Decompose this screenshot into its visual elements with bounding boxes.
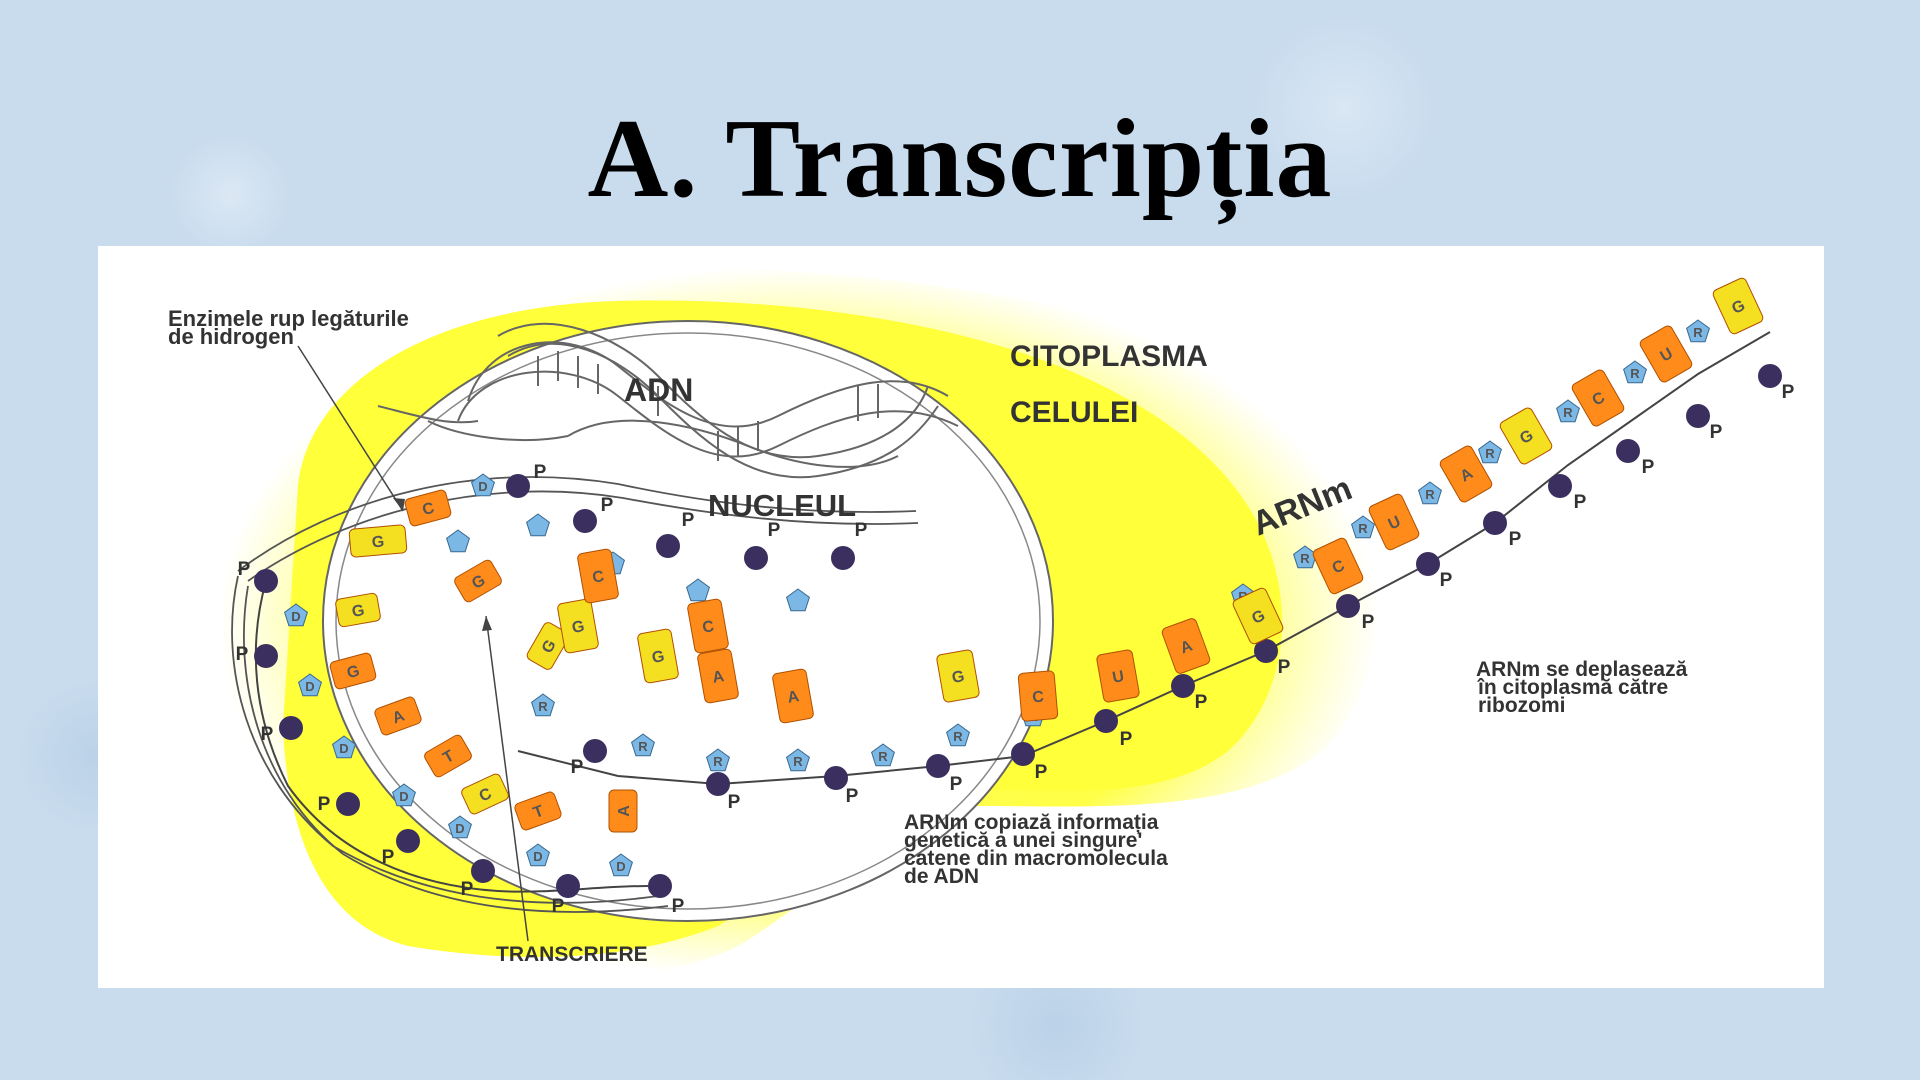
nucleotide-base: C [1018, 671, 1058, 722]
phosphate-label: P [1642, 457, 1655, 478]
phosphate-circle [1336, 594, 1360, 618]
phosphate-circle [1011, 742, 1035, 766]
phosphate-circle [1616, 439, 1640, 463]
nucleotide-base: A [609, 790, 637, 832]
phosphate-circle [573, 509, 597, 533]
celulei-label: CELULEI [1010, 396, 1138, 429]
transcription-diagram: Enzimele rup legăturile de hidrogen ADN … [98, 246, 1824, 988]
phosphate-circle [656, 534, 680, 558]
sugar-label: R [1485, 446, 1495, 461]
sugar-label: R [538, 699, 548, 714]
phosphate-label: P [682, 510, 695, 531]
copy-label-line4: de ADN [904, 865, 979, 888]
sugar-label: D [478, 479, 487, 494]
phosphate-circle [336, 792, 360, 816]
phosphate-label: P [768, 520, 781, 541]
phosphate-circle [1416, 552, 1440, 576]
phosphate-circle [1094, 709, 1118, 733]
adn-label: ADN [624, 372, 693, 408]
phosphate-circle [831, 546, 855, 570]
phosphate-label: P [238, 559, 251, 580]
phosphate-label: P [1195, 692, 1208, 713]
nucleotide-base: G [349, 525, 407, 558]
phosphate-circle [824, 766, 848, 790]
phosphate-label: P [534, 462, 547, 483]
slide-title: A. Transcripția [0, 95, 1920, 224]
phosphate-label: P [571, 757, 584, 778]
phosphate-label: P [728, 792, 741, 813]
nucleotide-base: G [936, 649, 980, 703]
phosphate-circle [648, 874, 672, 898]
phosphate-circle [1483, 511, 1507, 535]
sugar-label: D [291, 609, 300, 624]
phosphate-label: P [601, 495, 614, 516]
sugar-label: R [713, 754, 723, 769]
svg-text:G: G [371, 533, 385, 551]
phosphate-circle [254, 644, 278, 668]
sugar-label: R [1563, 405, 1573, 420]
phosphate-circle [279, 716, 303, 740]
nucleotide-base: U [1096, 649, 1140, 703]
phosphate-label: P [1362, 612, 1375, 633]
move-label-line3: ribozomi [1478, 694, 1566, 717]
phosphate-label: P [855, 520, 868, 541]
sugar-label: D [399, 789, 408, 804]
nucleotide-base: U [1368, 493, 1421, 552]
phosphate-circle [583, 739, 607, 763]
nucleotide-base: G [1498, 406, 1553, 466]
sugar-label: R [953, 729, 963, 744]
phosphate-label: P [318, 794, 331, 815]
sugar-label: R [1358, 521, 1368, 536]
phosphate-circle [396, 829, 420, 853]
enzymes-label-line2: de hidrogen [168, 324, 294, 349]
svg-text:A: A [616, 805, 633, 817]
sugar-label: R [1693, 325, 1703, 340]
phosphate-circle [1171, 674, 1195, 698]
sugar-label: D [533, 849, 542, 864]
phosphate-label: P [1035, 762, 1048, 783]
phosphate-label: P [672, 896, 685, 917]
phosphate-circle [744, 546, 768, 570]
phosphate-circle [1686, 404, 1710, 428]
phosphate-label: P [846, 786, 859, 807]
phosphate-circle [926, 754, 950, 778]
sugar-label: D [616, 859, 625, 874]
citoplasma-label: CITOPLASMA [1010, 340, 1208, 373]
phosphate-circle [1758, 364, 1782, 388]
phosphate-circle [471, 859, 495, 883]
sugar-label: R [1630, 366, 1640, 381]
phosphate-circle [1548, 474, 1572, 498]
phosphate-label: P [1710, 422, 1723, 443]
sugar-label: R [1425, 487, 1435, 502]
phosphate-label: P [236, 644, 249, 665]
phosphate-label: P [1782, 382, 1795, 403]
nucleotide-base: U [1638, 324, 1693, 384]
phosphate-label: P [382, 847, 395, 868]
phosphate-label: P [552, 896, 565, 917]
phosphate-label: P [1440, 570, 1453, 591]
sugar-label: R [878, 749, 888, 764]
phosphate-circle [254, 569, 278, 593]
nucleotide-base: G [1712, 277, 1765, 336]
svg-text:C: C [1032, 688, 1045, 706]
phosphate-label: P [1574, 492, 1587, 513]
phosphate-label: P [261, 724, 274, 745]
phosphate-circle [506, 474, 530, 498]
sugar-label: D [339, 741, 348, 756]
sugar-label: R [638, 739, 648, 754]
sugar-label: R [793, 754, 803, 769]
nucleul-label: NUCLEUL [708, 488, 856, 523]
phosphate-circle [706, 772, 730, 796]
phosphate-label: P [461, 879, 474, 900]
sugar-label: D [305, 679, 314, 694]
phosphate-label: P [1278, 657, 1291, 678]
sugar-label: D [455, 821, 464, 836]
nucleotide-base: C [1570, 368, 1625, 428]
transcriere-label: TRANSCRIERE [496, 943, 648, 966]
sugar-label: R [1300, 551, 1310, 566]
phosphate-label: P [1120, 729, 1133, 750]
phosphate-circle [556, 874, 580, 898]
phosphate-label: P [950, 774, 963, 795]
phosphate-label: P [1509, 529, 1522, 550]
